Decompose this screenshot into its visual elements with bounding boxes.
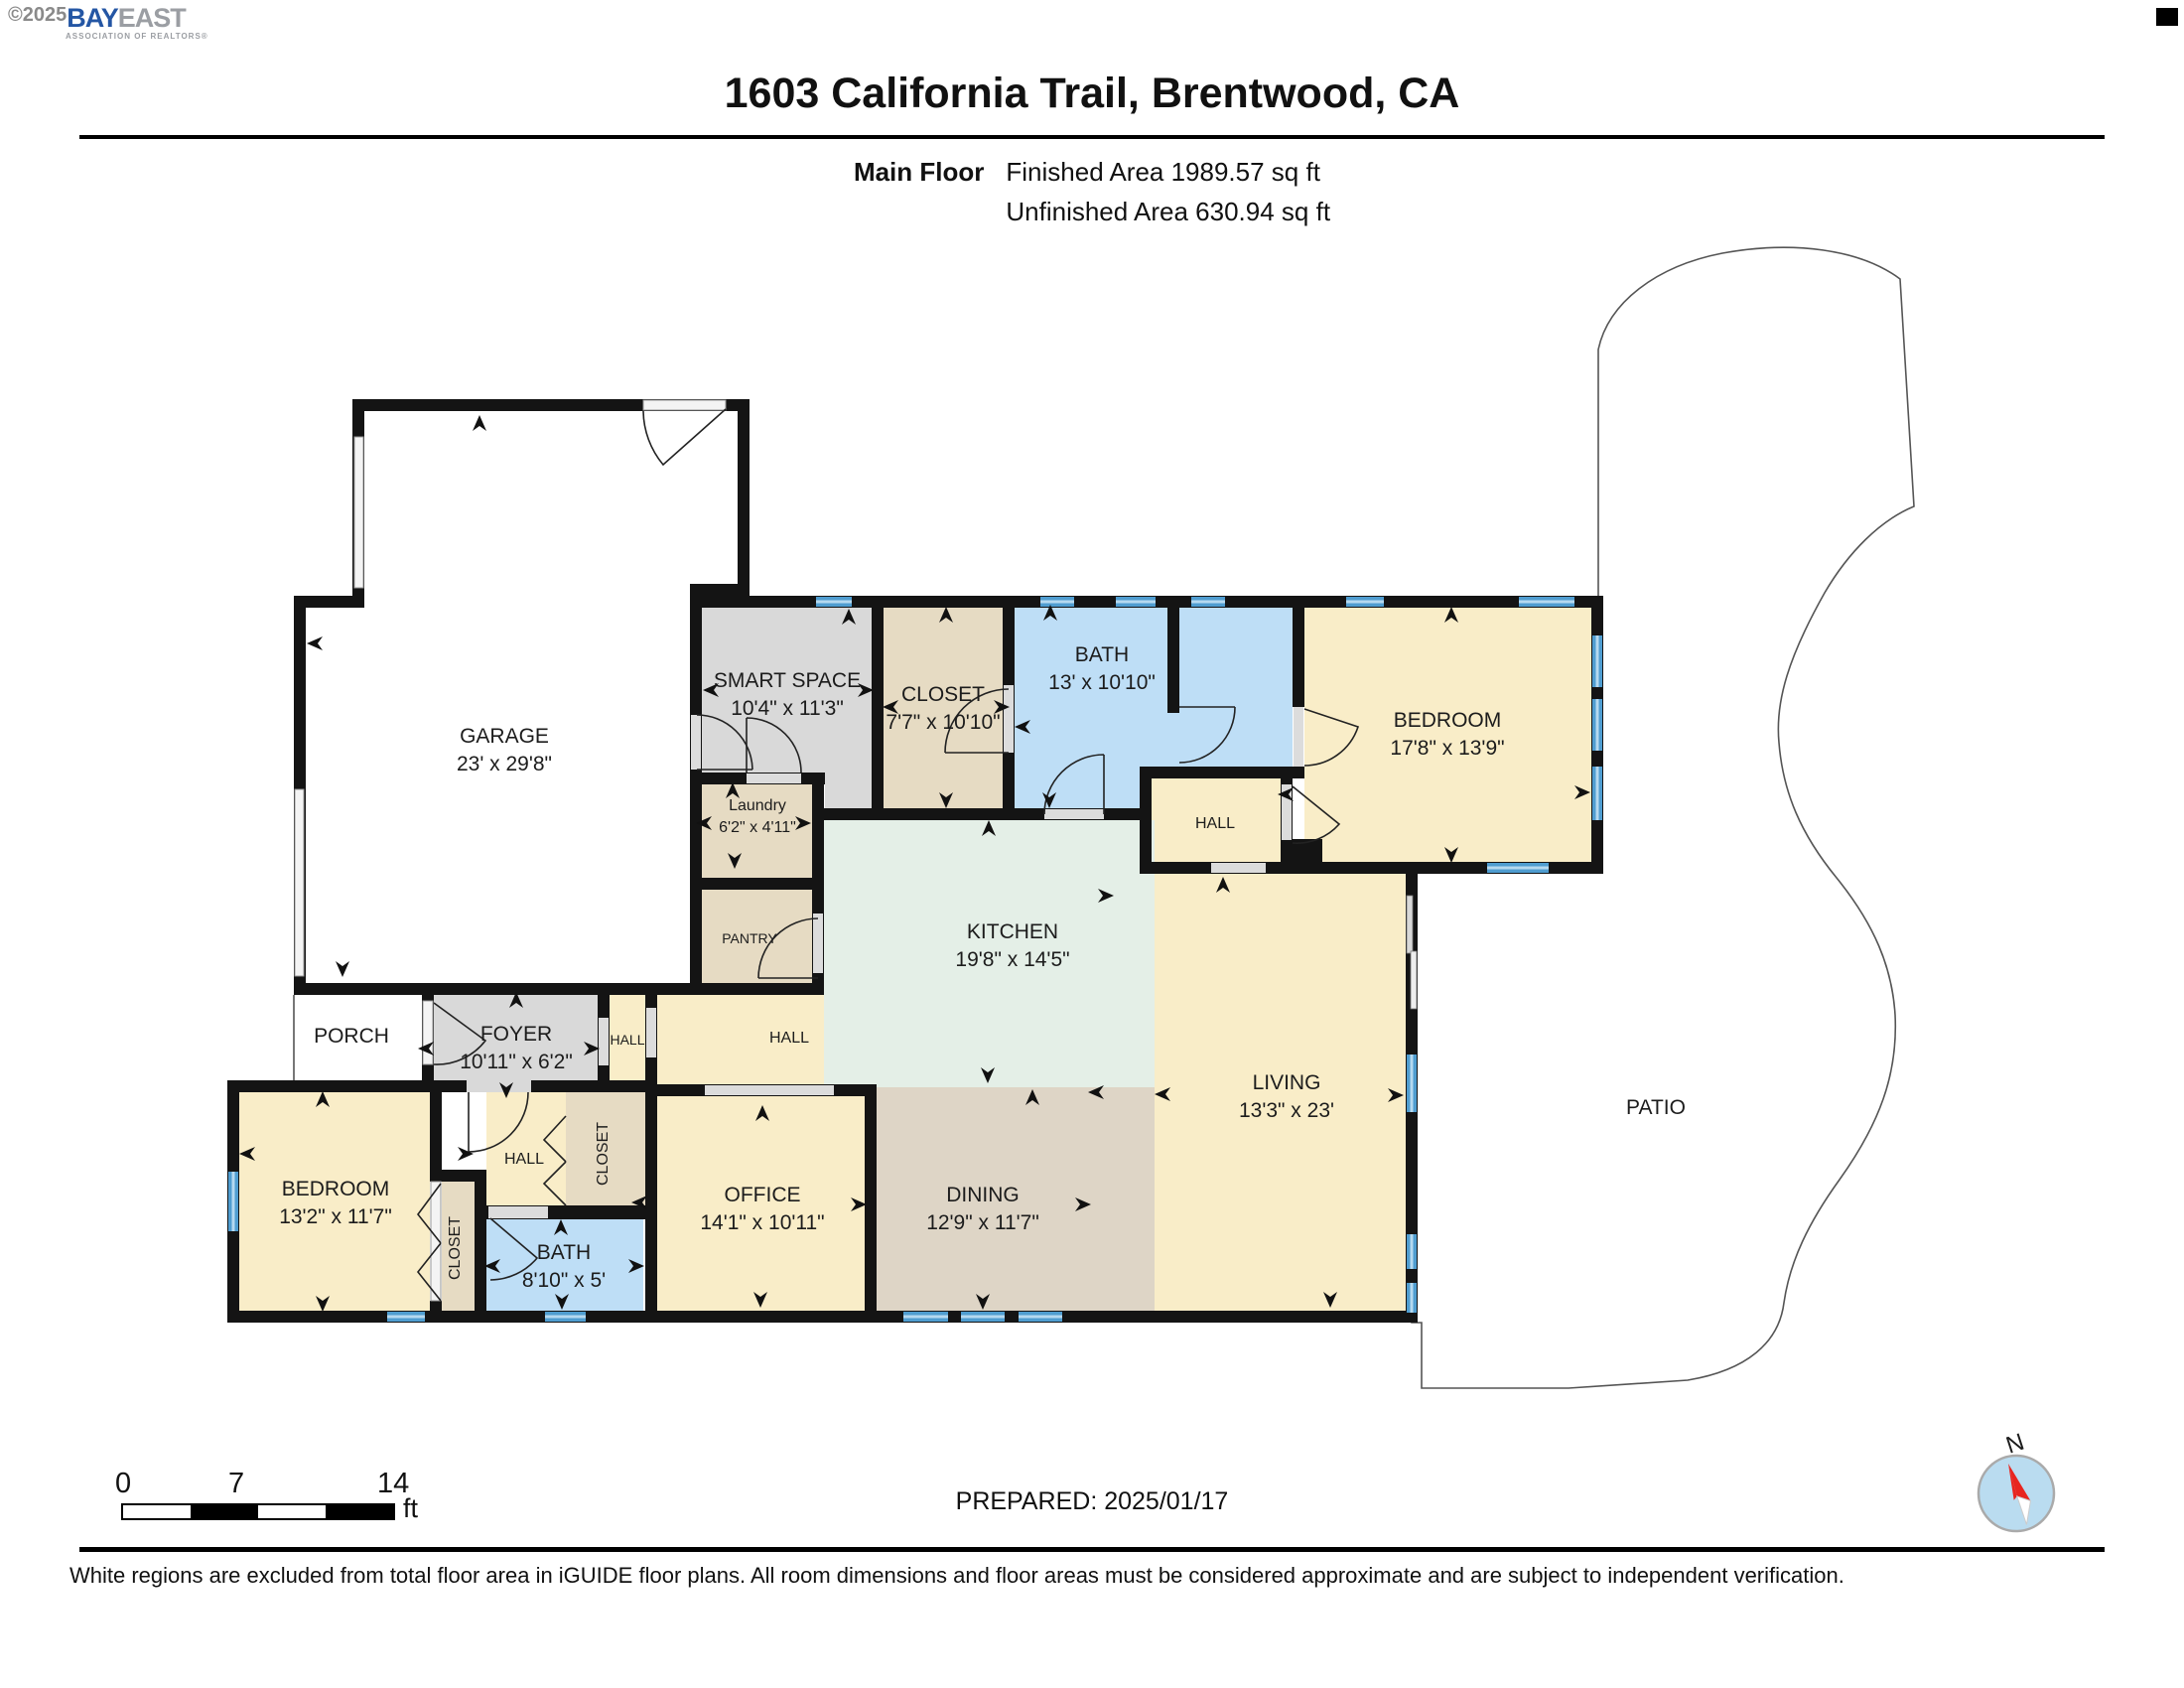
bedroom-tr-area — [1304, 608, 1591, 862]
living-dims: 13'3" x 23' — [1239, 1099, 1334, 1122]
pantry-label: PANTRY — [722, 930, 777, 946]
floor-label: Main Floor — [853, 157, 985, 187]
scale-bar: 0 7 14 ft — [99, 1468, 437, 1527]
hall-small-label: HALL — [610, 1032, 644, 1048]
scale-start: 0 — [115, 1468, 132, 1499]
closet-left-area — [442, 1182, 475, 1311]
finished-area: Finished Area 1989.57 sq ft — [1006, 157, 1320, 187]
bedroom-bl-dims: 13'2" x 11'7" — [279, 1205, 392, 1228]
kitchen-dims: 19'8" x 14'5" — [955, 948, 1069, 971]
door-arcs — [416, 408, 1360, 1302]
laundry-area — [702, 784, 813, 878]
logo-bay: BAY — [67, 3, 119, 33]
closet-right-label: CLOSET — [595, 1122, 612, 1186]
closet-right-area — [566, 1092, 645, 1205]
logo-east: EAST — [117, 3, 187, 33]
bath-top-label: BATH — [1075, 643, 1129, 666]
unfinished-area: Unfinished Area 630.94 sq ft — [1006, 197, 1331, 226]
bath-bottom-area — [486, 1219, 643, 1311]
scale-mid: 7 — [228, 1468, 245, 1499]
dining-dims: 12'9" x 11'7" — [926, 1211, 1039, 1234]
smart-space-label: SMART SPACE — [714, 669, 861, 692]
kitchen-area — [824, 820, 1155, 1087]
page-title: 1603 California Trail, Brentwood, CA — [724, 70, 1460, 117]
kitchen-label: KITCHEN — [967, 920, 1058, 943]
patio-label: PATIO — [1626, 1096, 1686, 1119]
garage-dims: 23' x 29'8" — [457, 753, 552, 775]
logo-copyright: ©2025 — [8, 4, 68, 26]
bath-top-dims: 13' x 10'10" — [1048, 671, 1156, 694]
bedroom-bl-area — [239, 1092, 430, 1311]
foyer-dims: 10'11" x 6'2" — [460, 1051, 573, 1073]
logo-subtext: ASSOCIATION OF REALTORS® — [66, 32, 208, 41]
closet-top-label: CLOSET — [901, 683, 985, 706]
dining-area — [877, 1087, 1155, 1311]
closet-top-area — [884, 608, 1003, 808]
door-openings — [294, 399, 1418, 1302]
closet-top-dims: 7'7" x 10'10" — [886, 711, 1000, 734]
bath-bottom-dims: 8'10" x 5' — [522, 1269, 606, 1292]
bedroom-tr-label: BEDROOM — [1394, 709, 1502, 732]
hall-middle-label: HALL — [769, 1030, 809, 1047]
living-label: LIVING — [1253, 1071, 1321, 1094]
living-area — [1155, 874, 1406, 1311]
closet-left-label: CLOSET — [447, 1216, 464, 1280]
room-areas — [239, 608, 1591, 1311]
dining-label: DINING — [946, 1184, 1020, 1206]
laundry-label: Laundry — [729, 797, 786, 814]
office-area — [657, 1096, 865, 1311]
hall-upper-label: HALL — [1195, 815, 1235, 832]
scale-end: 14 — [377, 1468, 410, 1499]
foyer-step — [467, 1080, 531, 1092]
footer-divider — [79, 1547, 2105, 1552]
prepared-date: PREPARED: 2025/01/17 — [955, 1487, 1229, 1515]
compass: N — [1977, 1429, 2056, 1533]
office-label: OFFICE — [725, 1184, 801, 1206]
pantry-area — [702, 890, 812, 983]
patio-outline — [1411, 246, 1915, 1389]
bedroom-bl-label: BEDROOM — [282, 1178, 390, 1200]
laundry-dims: 6'2" x 4'11" — [719, 819, 796, 836]
garage-label: GARAGE — [460, 725, 549, 748]
office-dims: 14'1" x 10'11" — [700, 1211, 824, 1234]
foyer-label: FOYER — [480, 1023, 552, 1046]
direction-arrows — [239, 415, 1590, 1312]
bayeast-logo: ©2025BAYEAST ASSOCIATION OF REALTORS® — [8, 5, 208, 41]
disclaimer-text: White regions are excluded from total fl… — [69, 1563, 1844, 1588]
hall-bottom-label: HALL — [504, 1151, 544, 1168]
scale-bar-segments — [121, 1503, 395, 1520]
corner-mark — [2156, 8, 2178, 26]
bath-bottom-label: BATH — [537, 1241, 591, 1264]
hall-bottom-area — [486, 1092, 566, 1208]
foyer-area — [434, 995, 598, 1080]
header-divider — [79, 135, 2105, 139]
windows — [228, 597, 1602, 1322]
porch-label: PORCH — [314, 1025, 389, 1048]
floor-info: Main Floor Finished Area 1989.57 sq ft U… — [0, 157, 2184, 227]
scale-unit: ft — [403, 1493, 419, 1523]
smart-space-dims: 10'4" x 11'3" — [731, 697, 844, 720]
hall-middle-area — [657, 995, 824, 1084]
hall-small-area — [610, 995, 645, 1080]
room-labels: GARAGE 23' x 29'8" SMART SPACE 10'4" x 1… — [279, 643, 1686, 1292]
smart-space-area — [702, 608, 872, 808]
bedroom-tr-dims: 17'8" x 13'9" — [1390, 737, 1504, 760]
hall-upper-area — [1152, 778, 1281, 862]
